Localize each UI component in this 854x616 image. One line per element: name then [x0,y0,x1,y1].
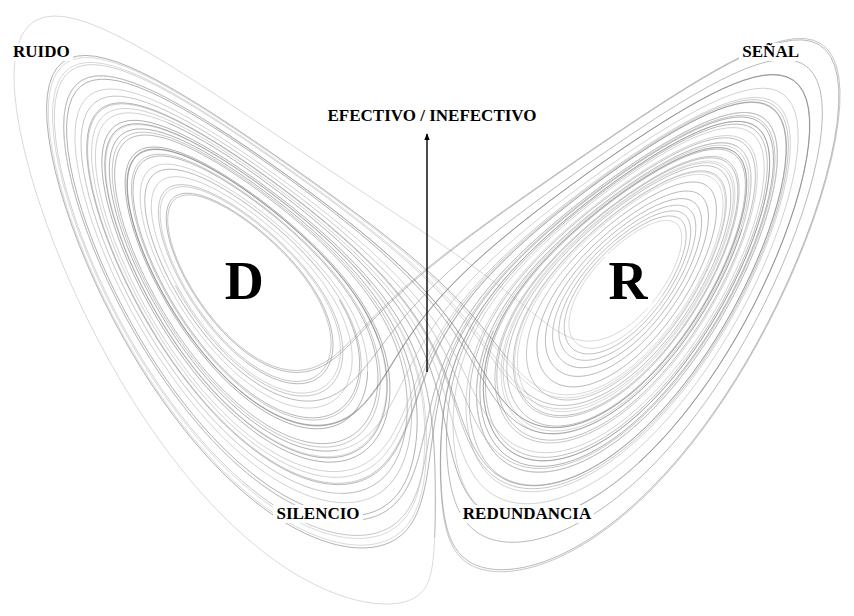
trajectory-curve [48,58,725,546]
trajectory-curve [215,122,769,461]
corner-label: RUIDO [10,43,73,62]
trajectory-curve [158,185,342,396]
bottom-label: REDUNDANCIA [460,505,594,524]
axis-arrow [426,134,427,372]
trajectory-curve [145,60,823,543]
trajectory-curve [87,102,787,486]
trajectory-curve [495,156,739,443]
label-text: REDUNDANCIA [463,504,591,523]
trajectory-curve [168,39,840,572]
trajectory-curve [553,205,696,365]
label-text: RUIDO [13,42,70,61]
trajectory-curve [64,76,778,520]
label-text: SEÑAL [742,42,799,61]
label-text: D [225,251,264,311]
trajectory-curve [67,79,742,516]
trajectory-curve [64,76,778,520]
axis-label: EFECTIVO / INEFECTIVO [324,107,539,126]
attractor-letter: D [221,254,268,308]
corner-label: SEÑAL [739,43,802,62]
trajectory-curve [88,100,789,489]
label-text: R [609,251,648,311]
trajectory-curve [75,89,764,522]
bottom-label: SILENCIO [273,505,362,524]
attractor-letter: R [605,254,652,308]
trajectory-curve [127,74,809,522]
label-text: SILENCIO [276,504,359,523]
trajectory-curve [166,40,839,570]
trajectory-curve [469,138,755,485]
label-text: EFECTIVO / INEFECTIVO [327,106,536,125]
